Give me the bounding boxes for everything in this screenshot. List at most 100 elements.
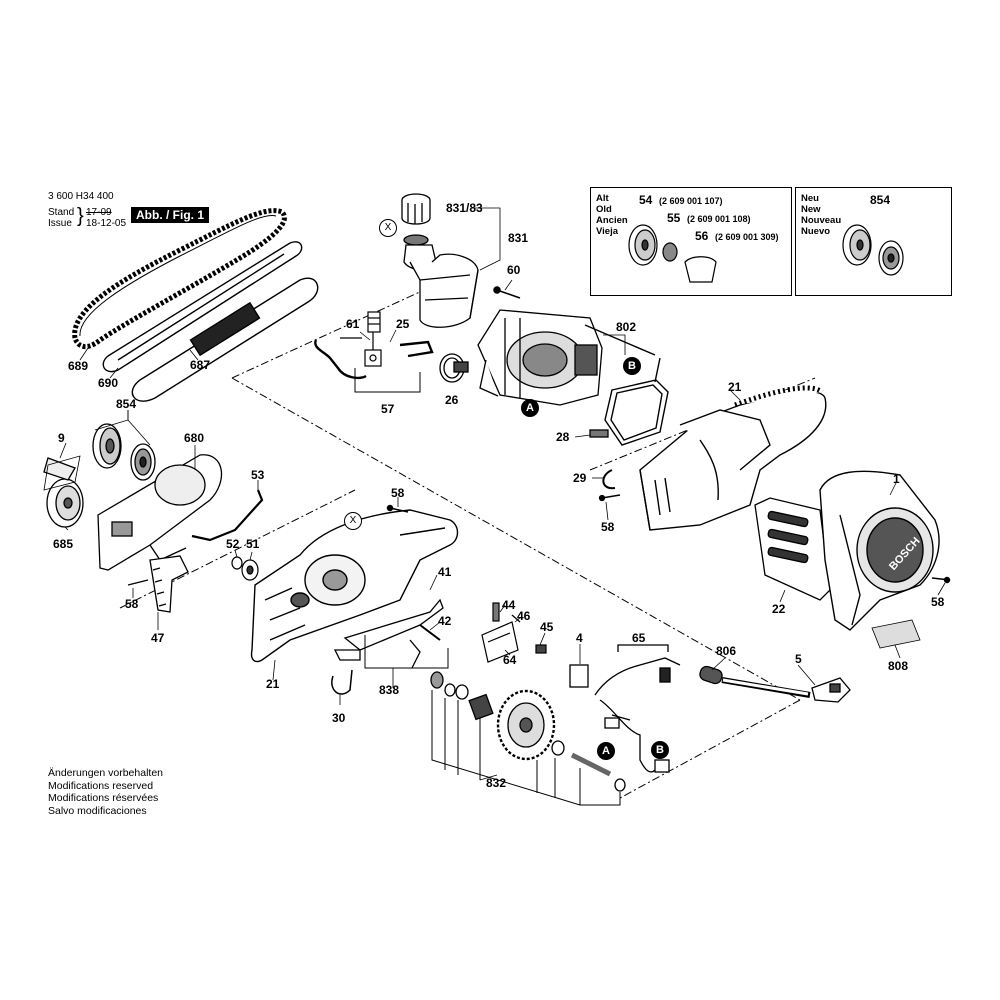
old-label-fr: Ancien — [596, 215, 628, 226]
old-label-en: Old — [596, 204, 612, 215]
brake-lever-41 — [333, 598, 444, 669]
callout-21-left: 21 — [266, 677, 280, 691]
old-parts-box: Alt Old Ancien Vieja 54 (2 609 001 107) … — [590, 187, 792, 296]
chain-tensioner-47 — [127, 555, 189, 613]
callout-22: 22 — [772, 602, 786, 616]
callout-25: 25 — [396, 317, 410, 331]
motor-802 — [477, 309, 603, 406]
sprocket-854 — [92, 423, 156, 481]
old-label-es: Vieja — [596, 226, 619, 237]
old-part-number-55: (2 609 001 108) — [687, 214, 751, 224]
old-ref-54: 54 — [639, 193, 653, 207]
callout-47: 47 — [151, 631, 165, 645]
callout-687: 687 — [190, 358, 211, 372]
callout-45: 45 — [540, 620, 554, 634]
marker-x-tank: X — [379, 219, 397, 237]
marker-x-housing: X — [344, 512, 362, 530]
marker-b-motor: B — [623, 357, 641, 375]
brace-glyph: } — [77, 205, 84, 227]
callout-61: 61 — [346, 317, 360, 331]
oil-tank-831 — [401, 193, 479, 328]
label-808 — [871, 619, 921, 649]
chain-cover-680 — [97, 454, 223, 571]
old-ref-56: 56 — [695, 229, 709, 243]
screw-60 — [493, 286, 521, 299]
callout-4: 4 — [576, 631, 583, 645]
old-part-number-54: (2 609 001 107) — [659, 196, 723, 206]
callout-58-housing: 58 — [391, 486, 405, 500]
callout-802: 802 — [616, 320, 637, 334]
guide-bar-690 — [102, 241, 303, 373]
callout-58-handle: 58 — [931, 595, 945, 609]
housing-half-21-left — [250, 509, 459, 663]
callout-21-right: 21 — [728, 380, 742, 394]
issue-label: Issue — [48, 218, 72, 229]
callout-685: 685 — [53, 537, 74, 551]
stand-date: 17-09 — [86, 207, 112, 218]
stand-label: Stand — [48, 207, 75, 218]
screws-58 — [386, 504, 409, 513]
tension-spring-53 — [191, 489, 264, 542]
callout-42: 42 — [438, 614, 452, 628]
callout-57: 57 — [381, 402, 395, 416]
oil-pump-parts-57 — [314, 311, 434, 380]
marker-a-motor: A — [521, 399, 539, 417]
guide-bar-687 — [131, 277, 319, 402]
note-es: Salvo modificaciones — [48, 804, 147, 817]
callout-65: 65 — [632, 631, 646, 645]
callout-44: 44 — [502, 598, 516, 612]
new-ref-854: 854 — [870, 193, 891, 207]
bracket-838 — [364, 635, 449, 669]
modification-notes: Änderungen vorbehalten Modifications res… — [48, 767, 163, 817]
callout-689: 689 — [68, 359, 89, 373]
leader-lines — [59, 207, 946, 781]
callout-51: 51 — [246, 537, 260, 551]
seal-ring-26 — [439, 353, 469, 383]
issue-date: 18-12-05 — [86, 218, 127, 229]
callout-60: 60 — [507, 263, 521, 277]
figure-label: Abb. / Fig. 1 — [131, 207, 209, 223]
new-label-en: New — [801, 204, 821, 215]
marker-b-wiring: B — [651, 741, 669, 759]
callout-831: 831 — [508, 231, 529, 245]
callout-64: 64 — [503, 653, 517, 667]
new-label-es: Nuevo — [801, 226, 831, 237]
label-9 — [43, 455, 81, 491]
saw-chain-689 — [72, 208, 287, 349]
callout-1: 1 — [893, 472, 900, 486]
callout-831-83: 831/83 — [446, 201, 483, 215]
chain-catcher-30 — [331, 669, 353, 695]
callout-832: 832 — [486, 776, 507, 790]
document-number: 3 600 H34 400 — [48, 191, 114, 202]
small-parts-28-29 — [589, 429, 621, 502]
callout-680: 680 — [184, 431, 205, 445]
callout-58-right: 58 — [601, 520, 615, 534]
housing-half-21-right — [639, 385, 827, 531]
note-fr: Modifications réservées — [48, 792, 159, 804]
sprocket-cover-685 — [43, 457, 84, 528]
brake-assembly-64 — [481, 602, 547, 663]
power-cable-806 — [699, 665, 851, 703]
callout-28: 28 — [556, 430, 570, 444]
callout-46: 46 — [517, 609, 531, 623]
callout-58-cover: 58 — [125, 597, 139, 611]
callout-838: 838 — [379, 683, 400, 697]
callout-690: 690 — [98, 376, 119, 390]
marker-a-wiring: A — [597, 742, 615, 760]
callout-808: 808 — [888, 659, 909, 673]
new-label-fr: Nouveau — [801, 215, 842, 226]
callout-41: 41 — [438, 565, 452, 579]
callout-30: 30 — [332, 711, 346, 725]
callout-26: 26 — [445, 393, 459, 407]
callout-29: 29 — [573, 471, 587, 485]
rear-handle-1 — [819, 470, 951, 631]
callout-854: 854 — [116, 397, 137, 411]
callout-52: 52 — [226, 537, 240, 551]
old-part-number-56: (2 609 001 309) — [715, 232, 779, 242]
new-parts-box: Neu New Nouveau Nuevo 854 — [795, 187, 952, 296]
gear-train-832 — [430, 671, 626, 792]
old-new-part-wheels — [628, 224, 904, 283]
old-ref-55: 55 — [667, 211, 681, 225]
